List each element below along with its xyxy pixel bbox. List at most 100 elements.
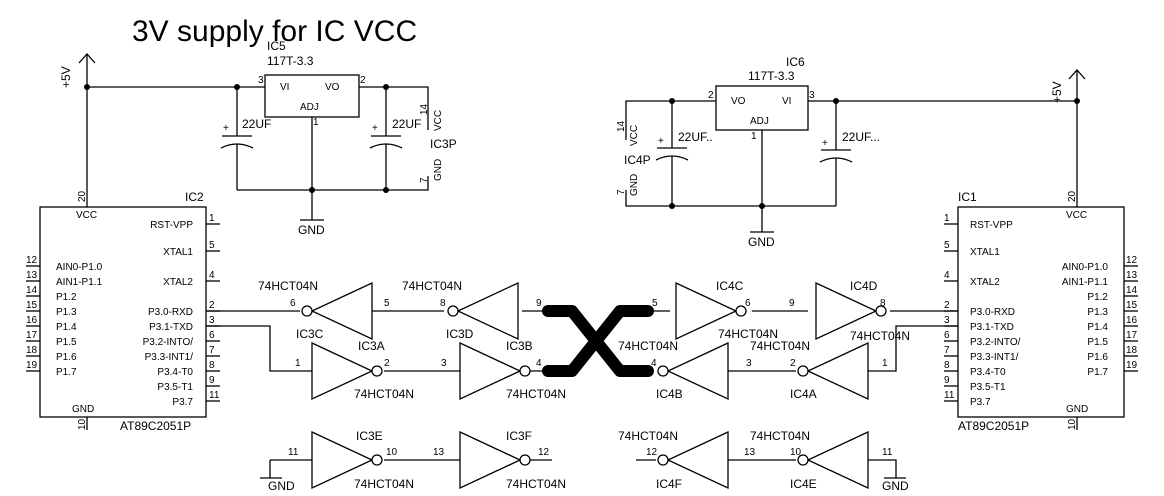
wire — [625, 190, 836, 207]
regulator-part: 117T-3.3 — [267, 54, 314, 68]
pin-number: 9 — [789, 298, 795, 309]
pin-name: RST-VPP — [970, 220, 1013, 231]
gate-ref: IC4B — [656, 387, 683, 401]
pin-name: P1.5 — [1087, 337, 1108, 348]
pin-number: 2 — [944, 300, 950, 311]
pin-name: GND — [1066, 404, 1088, 415]
pin-number: 9 — [209, 375, 215, 386]
pin-number: 4 — [536, 358, 542, 369]
arrow-up-icon — [78, 53, 96, 64]
regulator-vi-label: VI — [280, 82, 289, 93]
pin-number: 2 — [360, 75, 366, 86]
inverter-symbol — [666, 341, 729, 401]
pin-name: P3.2-INTO/ — [970, 337, 1021, 348]
inverter-symbol — [456, 281, 519, 341]
pin-number: 14 — [1126, 285, 1138, 296]
gate-part: 74HCT04N — [402, 279, 462, 293]
pin-number: 4 — [651, 358, 657, 369]
pin-name: AIN0-P1.0 — [56, 262, 103, 273]
pin-number: 12 — [1126, 255, 1138, 266]
inverter-symbol — [815, 281, 878, 341]
pin-number: 10 — [386, 447, 398, 458]
gate-ref: IC4C — [716, 279, 744, 293]
pin-number: 16 — [26, 315, 38, 326]
svg-text:+: + — [372, 123, 378, 134]
pin-name: GND — [72, 404, 94, 415]
pin-number: 5 — [209, 240, 215, 251]
pin-name: P1.4 — [56, 322, 77, 333]
pin-number: 2 — [708, 90, 714, 101]
capacitor-c3: + — [655, 136, 689, 206]
wire — [359, 86, 429, 130]
inverter-symbol — [675, 281, 738, 341]
pin-number: 5 — [652, 298, 658, 309]
pin-number: 1 — [882, 358, 888, 369]
left-power-section: +5V IC5 117T-3.3 VI VO ADJ 3 2 1 + 22UF — [59, 39, 457, 237]
pin-number: 1 — [209, 213, 215, 224]
wire — [625, 100, 716, 140]
inverter-bubble — [301, 305, 313, 317]
pin-name: P3.3-INT1/ — [970, 352, 1019, 363]
gate-ref: IC3C — [296, 327, 324, 341]
pin-number: 7 — [419, 177, 430, 183]
pin-number: 4 — [944, 270, 950, 281]
pin-name: P1.3 — [56, 307, 77, 318]
junction-dot — [669, 203, 675, 209]
gate-part: 74HCT04N — [354, 477, 414, 491]
mcu-body — [957, 206, 1125, 418]
mcu-part: AT89C2051P — [958, 419, 1029, 433]
gate-part: 74HCT04N — [354, 387, 414, 401]
regulator-ref: IC5 — [267, 39, 286, 53]
inverter-bubble — [371, 454, 383, 466]
pin-name: XTAL2 — [970, 277, 1000, 288]
page-title: 3V supply for IC VCC — [132, 15, 417, 48]
pin-number: 2 — [384, 358, 390, 369]
inverter-bubble — [519, 454, 531, 466]
pin-number: 20 — [77, 190, 88, 202]
inverter-bubble — [735, 305, 747, 317]
pin-number: 6 — [290, 298, 296, 309]
gate-ref: IC3B — [506, 339, 533, 353]
inverter-symbol — [459, 430, 522, 490]
pin-number: 1 — [313, 117, 319, 128]
pin-number: 13 — [1126, 270, 1138, 281]
inverter-symbol — [311, 430, 374, 490]
pin-number: 10 — [77, 418, 88, 430]
junction-dot — [383, 187, 389, 193]
regulator-vi-label: VI — [782, 96, 791, 107]
pin-name: P3.3-INT1/ — [145, 352, 194, 363]
pin-number: 11 — [288, 447, 299, 458]
pin-number: 12 — [538, 447, 550, 458]
inverter-symbol — [310, 281, 373, 341]
pin-name: P3.5-T1 — [970, 382, 1006, 393]
pin-name: P1.4 — [1087, 322, 1108, 333]
pin-number: 3 — [809, 90, 815, 101]
pin-name: P3.2-INTO/ — [143, 337, 194, 348]
pin-number: 16 — [1126, 315, 1138, 326]
pin-number: 14 — [26, 285, 38, 296]
pin-number: 10 — [1067, 418, 1078, 430]
pin-number: 12 — [646, 447, 658, 458]
gnd-label: GND — [268, 479, 295, 493]
arrow-up-icon — [1068, 69, 1086, 80]
pin-name: P3.0-RXD — [970, 307, 1015, 318]
pin-number: 3 — [746, 358, 752, 369]
pin-number: 14 — [419, 103, 430, 115]
pin-name: P1.6 — [56, 352, 77, 363]
cap-value: 22UF — [392, 117, 421, 131]
gate-ref: IC4D — [850, 279, 878, 293]
mcu-body — [39, 206, 207, 418]
gnd-label: GND — [433, 159, 444, 181]
pin-number: 3 — [258, 75, 264, 86]
vcc-label: VCC — [433, 110, 444, 131]
pin-number: 3 — [441, 358, 447, 369]
